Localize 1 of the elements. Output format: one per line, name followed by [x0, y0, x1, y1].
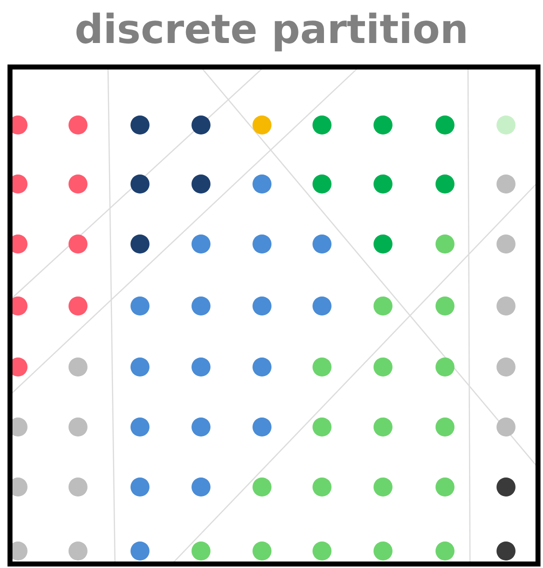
title: discrete partition [74, 6, 470, 55]
